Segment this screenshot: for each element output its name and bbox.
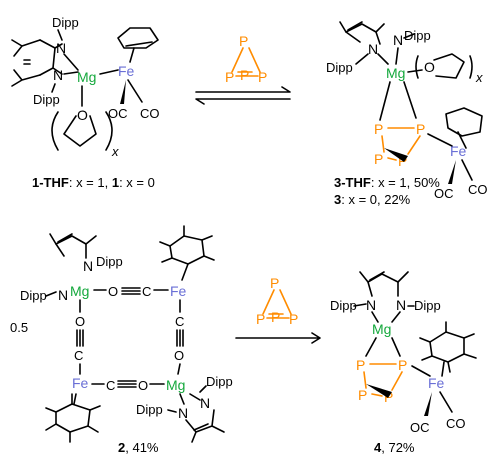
p-atom: P: [374, 151, 383, 167]
caption-compound-2: 2, 41%: [118, 440, 159, 455]
oc-label: O: [108, 284, 118, 299]
p-atom: P: [358, 387, 367, 403]
n-atom: N: [83, 258, 93, 274]
c-atom: C: [74, 348, 83, 363]
p-atom: P: [416, 121, 425, 137]
o-atom: O: [174, 348, 184, 363]
dipp-label: Dipp: [20, 288, 47, 303]
c-atom: C: [175, 314, 184, 329]
fe-atom: Fe: [450, 143, 467, 159]
n-atom: N: [53, 67, 63, 83]
dipp-label: Dipp: [33, 92, 60, 107]
caption-compound-1: 1-THF: x = 1, 1: x = 0: [32, 175, 155, 190]
p-atom: P: [256, 311, 265, 327]
mg-atom: Mg: [386, 65, 405, 81]
dipp-label: Dipp: [326, 60, 353, 75]
p-atom: P: [225, 69, 234, 85]
n-atom: N: [396, 297, 406, 313]
dipp-label: Dipp: [136, 402, 163, 417]
p-atom: P: [239, 33, 248, 49]
o-atom: O: [77, 107, 88, 123]
co-label: CO: [468, 182, 488, 197]
fe-atom: Fe: [72, 375, 89, 391]
p-atom: P: [240, 67, 249, 83]
p4-tetrahedron-bottom: P P P P: [256, 275, 298, 327]
dipp-label: Dipp: [404, 28, 431, 43]
n-atom: N: [200, 395, 210, 411]
fe-atom: Fe: [118, 63, 135, 79]
reaction-arrow: [235, 332, 321, 344]
n-atom: N: [366, 297, 376, 313]
p-atom: P: [398, 357, 407, 373]
n-atom: N: [368, 41, 378, 57]
dipp-label: Dipp: [96, 254, 123, 269]
o-atom: O: [138, 378, 148, 393]
o-atom: O: [75, 314, 85, 329]
n-atom: N: [56, 40, 66, 56]
p-atom: P: [271, 309, 280, 325]
p-atom: P: [356, 357, 365, 373]
dipp-label: Dipp: [52, 15, 79, 30]
compound-4: Dipp N N Dipp Mg P P P P Fe OC CO: [330, 271, 477, 435]
p-atom: P: [258, 69, 267, 85]
mg-atom: Mg: [166, 377, 185, 393]
caption-compound-3a: 3-THF: x = 1, 50%: [334, 175, 440, 190]
n-atom: N: [178, 405, 188, 421]
dipp-label: Dipp: [414, 298, 441, 313]
c-atom: C: [106, 378, 115, 393]
dipp-label: Dipp: [330, 298, 357, 313]
fe-atom: Fe: [428, 375, 445, 391]
equilibrium-arrow: [195, 86, 291, 105]
x-subscript: x: [111, 144, 119, 159]
co-label: CO: [140, 106, 160, 121]
mg-atom: Mg: [372, 321, 391, 337]
caption-compound-3b: 3: x = 0, 22%: [334, 192, 411, 207]
oc-label: OC: [410, 420, 430, 435]
o-atom: O: [424, 59, 435, 75]
c-atom: C: [142, 284, 151, 299]
stoichiometry-coefficient: 0.5: [10, 320, 28, 335]
fe-atom: Fe: [170, 283, 187, 299]
mg-atom: Mg: [70, 283, 89, 299]
oc-label: OC: [434, 186, 454, 201]
x-subscript: x: [475, 70, 483, 85]
p-atom: P: [270, 275, 279, 291]
oc-label: OC: [108, 106, 128, 121]
p-atom: P: [384, 389, 393, 405]
p-atom: P: [289, 311, 298, 327]
n-atom: N: [58, 287, 68, 303]
p4-tetrahedron-top: P P P P: [225, 33, 267, 85]
dipp-label: Dipp: [206, 374, 233, 389]
compound-1-thf: Dipp N N Dipp Mg Fe OC CO O x: [11, 15, 160, 159]
p-atom: P: [374, 121, 383, 137]
caption-compound-4: 4, 72%: [374, 440, 415, 455]
co-label: CO: [446, 416, 466, 431]
n-atom: N: [393, 32, 403, 48]
mg-atom: Mg: [77, 69, 96, 85]
compound-3-thf: N N Dipp Dipp Mg O x P P P P Fe OC CO: [326, 21, 488, 201]
compound-2: N Dipp Dipp N Mg O C Fe C O O C Fe C O M: [20, 225, 233, 443]
